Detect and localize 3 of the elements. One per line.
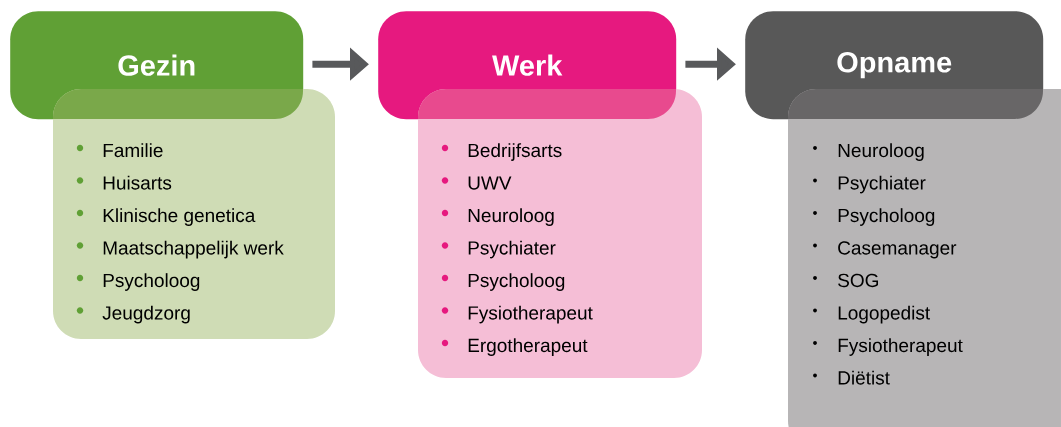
list-box: Familie Huisarts Klinische genetica Maatschappelijk werk Psycholoog Jeugdzorg: [53, 89, 335, 339]
list-box: Neuroloog Psychiater Psycholoog Casemanager SOG Logopedist Fysiotherapeut Diëtist: [788, 89, 1061, 427]
list-box: Bedrijfsarts UWV Neuroloog Psychiater Psycholoog Fysiotherapeut Ergotherapeut: [418, 89, 702, 378]
